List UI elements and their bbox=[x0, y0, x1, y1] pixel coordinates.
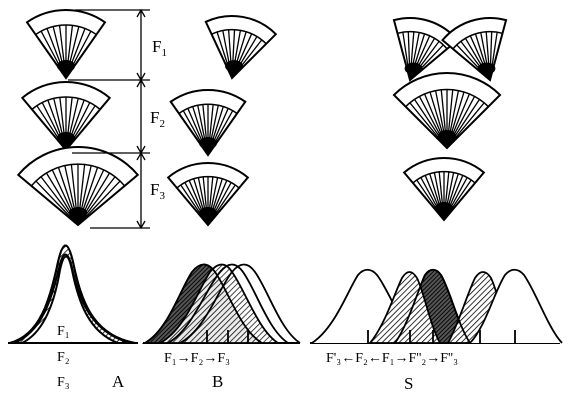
panel-b-curves bbox=[141, 263, 301, 344]
panel-a-stack-labels: F₁ F₂ F₃ bbox=[57, 324, 70, 390]
panel-b-axis-label: F₁→F₂→F₃ bbox=[164, 351, 230, 366]
fan-s-top-left bbox=[392, 17, 459, 82]
fan-a-middle bbox=[20, 81, 112, 152]
focal-label-f3: F3 bbox=[150, 180, 165, 202]
focal-label-f1: F1 bbox=[152, 37, 167, 59]
bundle-diagrams bbox=[16, 9, 508, 227]
fan-a-top bbox=[25, 9, 107, 80]
fan-a-bottom bbox=[16, 146, 140, 227]
fan-b-bottom bbox=[166, 162, 250, 227]
panel-s-letter: S bbox=[404, 374, 413, 393]
panel-b-letter: B bbox=[212, 372, 223, 391]
focal-distance-marker bbox=[68, 8, 150, 230]
panel-a-letter: A bbox=[112, 372, 125, 391]
fan-s-middle bbox=[392, 72, 502, 150]
fan-s-bottom bbox=[402, 157, 486, 222]
panel-a-curves bbox=[9, 244, 136, 344]
fan-b-middle bbox=[169, 89, 247, 157]
panel-s-axis-label: F'₃←F₂←F₁→F''₂→F''₃ bbox=[326, 351, 458, 366]
fan-b-top bbox=[204, 15, 278, 80]
panel-s-curves bbox=[311, 268, 563, 344]
panel-a-label-f2: F₂ bbox=[57, 350, 70, 365]
fan-s-top-right bbox=[441, 17, 508, 82]
panel-a-label-f3: F₃ bbox=[57, 375, 70, 390]
focal-label-f2: F2 bbox=[150, 108, 165, 130]
panel-a-label-f1: F₁ bbox=[57, 324, 70, 339]
